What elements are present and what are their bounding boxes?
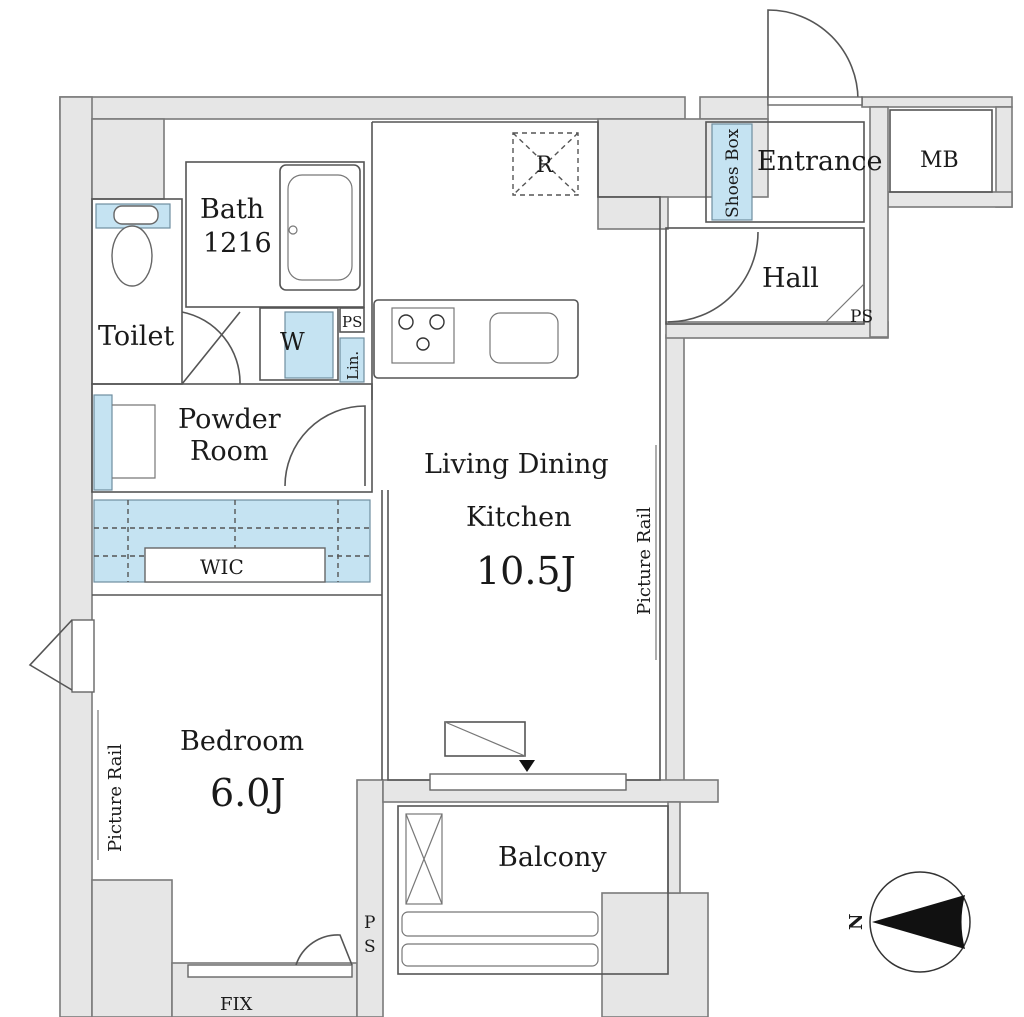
bedroom-label: Bedroom bbox=[180, 726, 304, 757]
bedroom-size-label: 6.0J bbox=[210, 771, 286, 815]
toilet-fixture-icon bbox=[95, 203, 171, 287]
linen-label: Lin. bbox=[344, 351, 362, 380]
refrigerator-label: R bbox=[536, 153, 554, 178]
compass-icon: N bbox=[846, 871, 971, 973]
bath-label: Bath bbox=[200, 194, 264, 225]
wic-label: WIC bbox=[200, 555, 244, 579]
toilet-label: Toilet bbox=[98, 321, 174, 352]
balcony-label: Balcony bbox=[498, 842, 607, 873]
shoes-box-label: Shoes Box bbox=[723, 128, 743, 218]
stove-icon bbox=[398, 314, 445, 351]
hall-label: Hall bbox=[762, 263, 819, 294]
doors-windows bbox=[28, 9, 863, 978]
sink-icon bbox=[93, 394, 156, 491]
washer-label: W bbox=[280, 328, 305, 356]
bath-size-label: 1216 bbox=[203, 228, 272, 259]
picture-rail-bedroom-label: Picture Rail bbox=[105, 744, 126, 852]
ldk-label-2: Kitchen bbox=[466, 502, 572, 533]
powder-room-label-2: Room bbox=[190, 436, 268, 467]
ps-hall-label: PS bbox=[850, 307, 873, 327]
fix-label: FIX bbox=[220, 994, 253, 1015]
ps-balcony-p-label: P bbox=[364, 913, 375, 933]
entrance-label: Entrance bbox=[757, 146, 882, 177]
compass-label: N bbox=[846, 914, 867, 930]
mb-label: MB bbox=[920, 148, 959, 173]
picture-rail-ldk-label: Picture Rail bbox=[634, 507, 655, 615]
ps-wash-label: PS bbox=[342, 313, 362, 331]
partitions bbox=[91, 109, 993, 975]
powder-room-label-1: Powder bbox=[178, 404, 281, 435]
ldk-label-1: Living Dining bbox=[424, 449, 609, 480]
ldk-size-label: 10.5J bbox=[476, 549, 576, 593]
ps-balcony-s-label: S bbox=[364, 937, 376, 957]
